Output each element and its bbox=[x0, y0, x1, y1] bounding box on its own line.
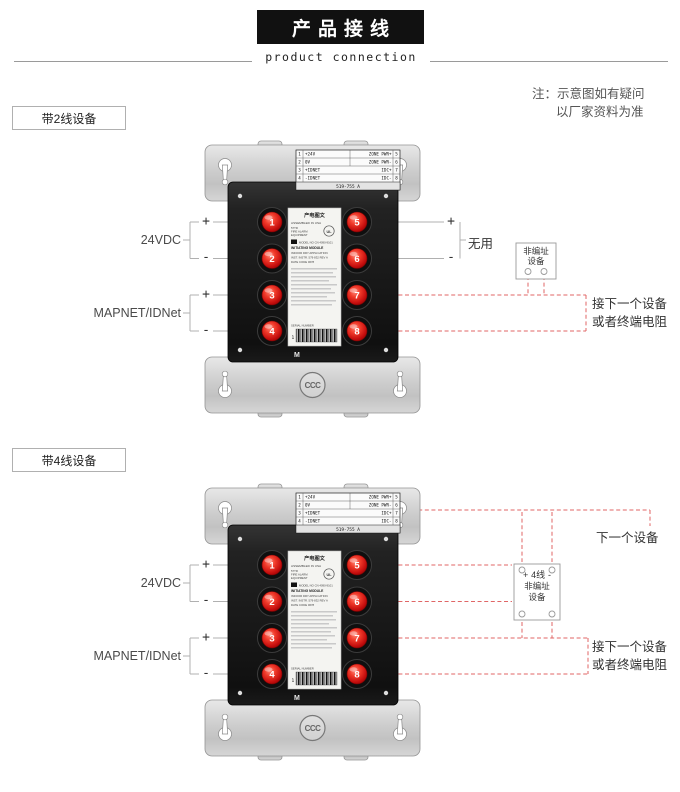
device-photo-4wire bbox=[204, 483, 421, 761]
section1-red-dashed-wires bbox=[372, 276, 587, 332]
section2-fourwire-device-box bbox=[513, 563, 561, 621]
device-photo-2wire bbox=[204, 140, 421, 418]
section1-nonaddressable-device-box bbox=[515, 242, 557, 280]
